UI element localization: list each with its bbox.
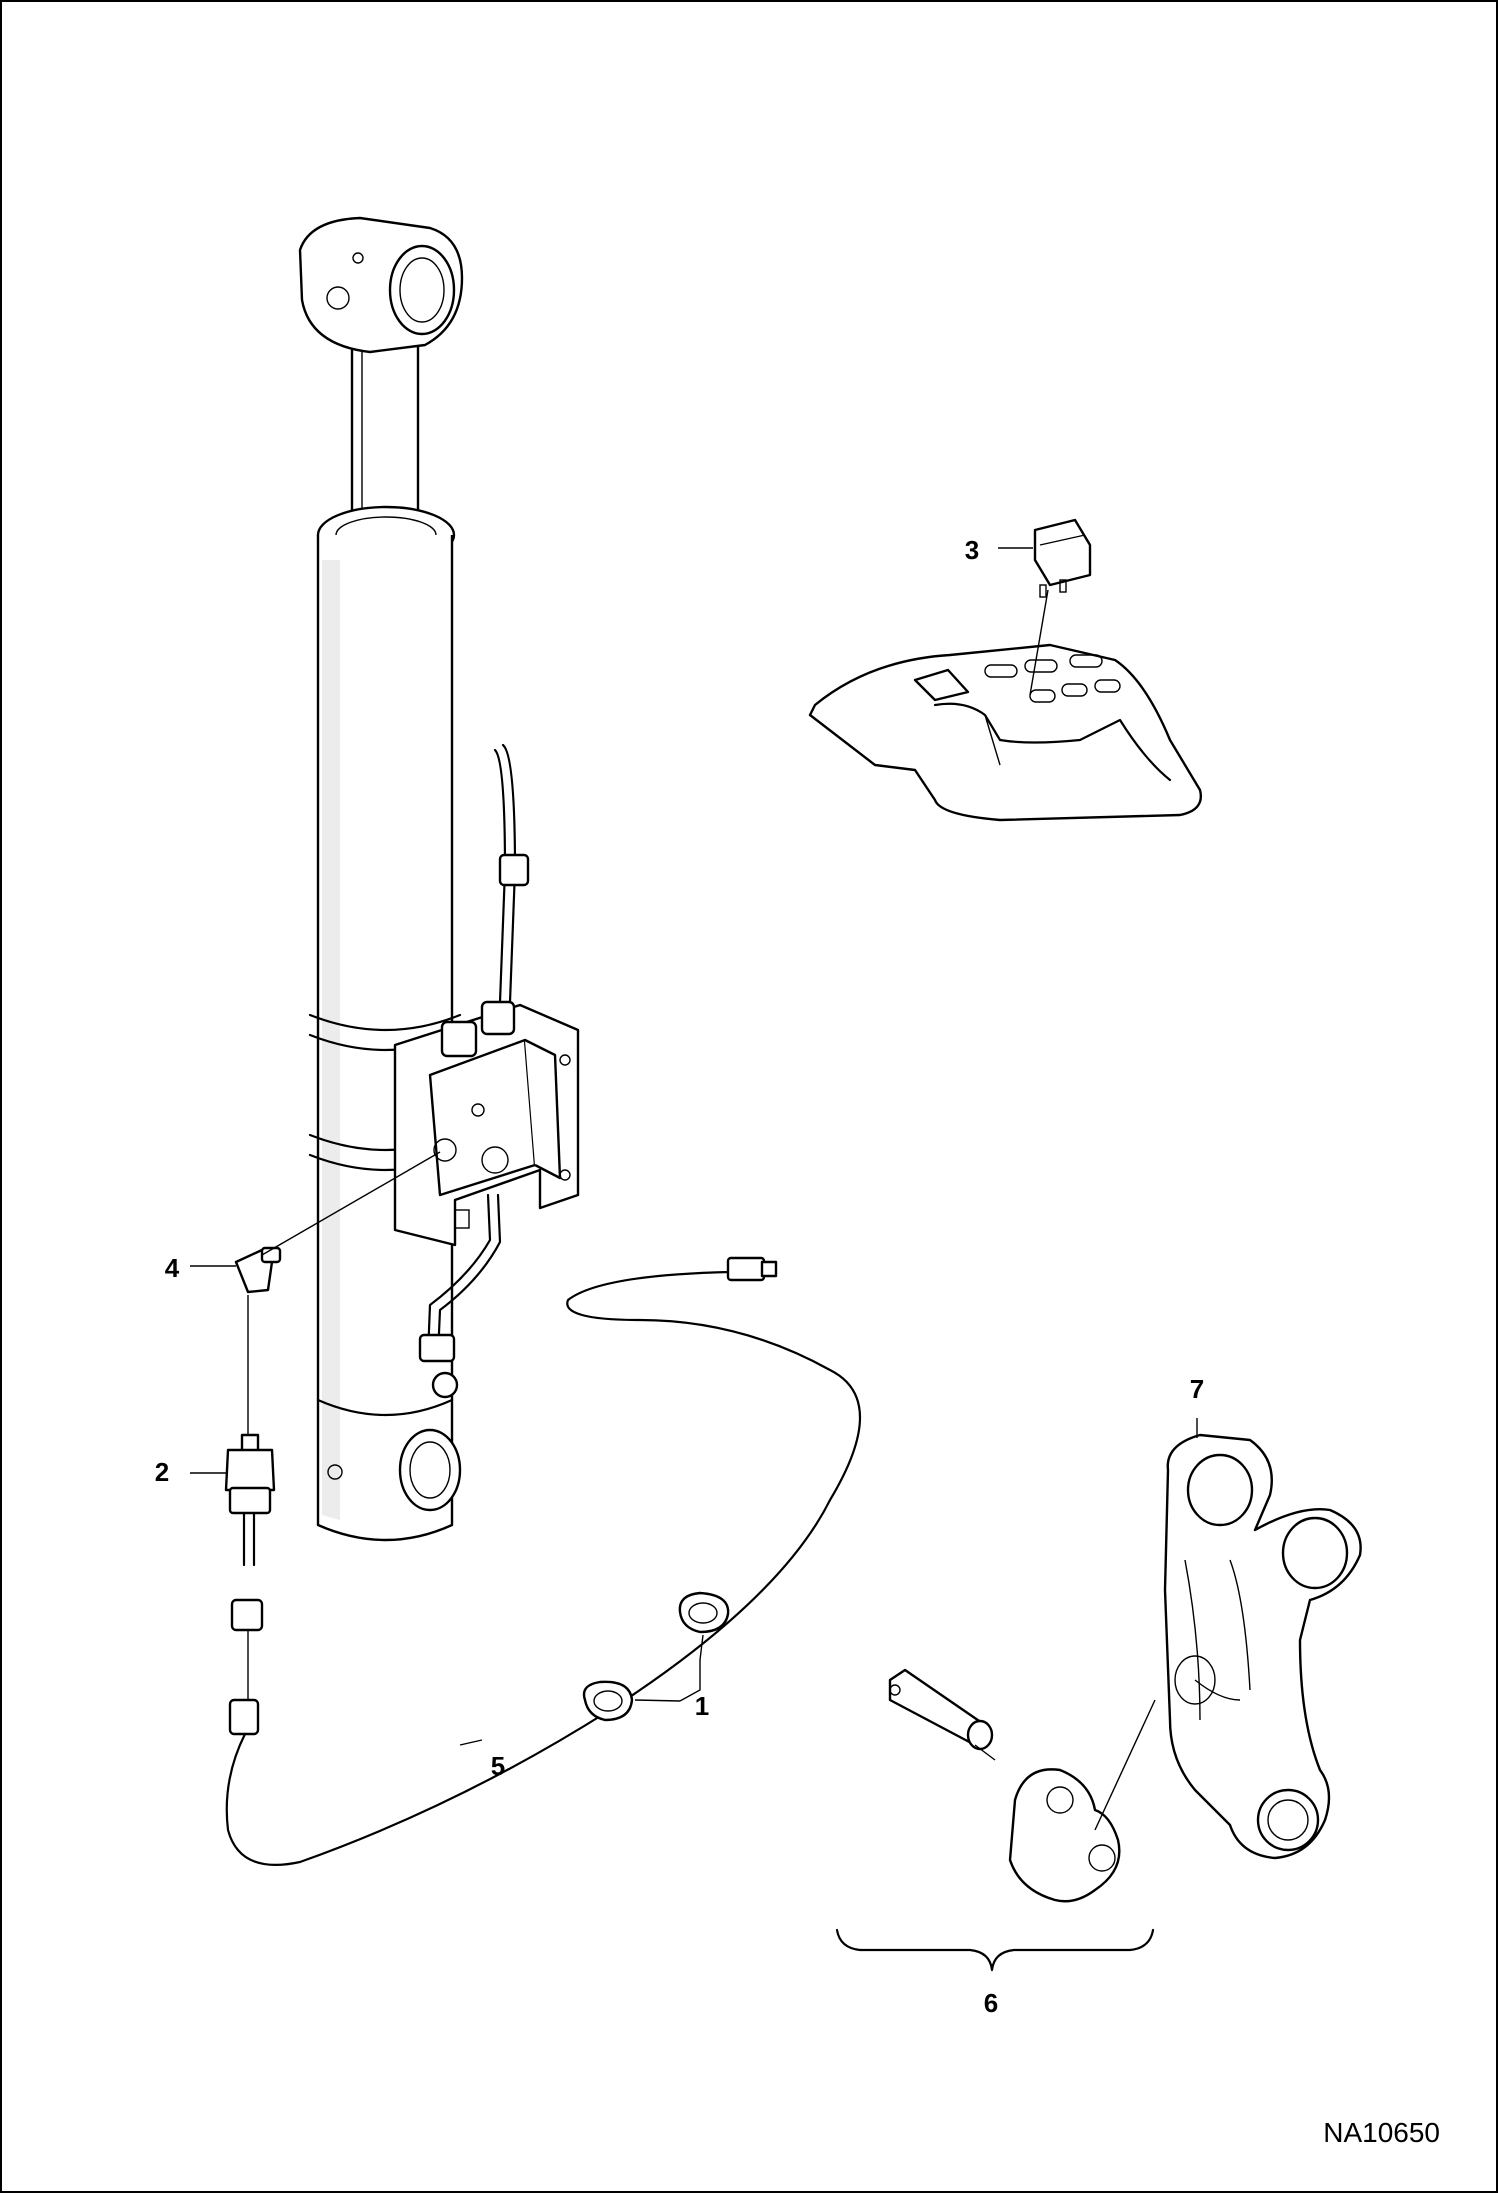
callout-5: 5 <box>490 1751 506 1781</box>
hydraulic-cylinder <box>298 216 464 1542</box>
callout-7: 7 <box>1189 1374 1205 1404</box>
callout-4: 4 <box>164 1253 180 1283</box>
leader-lines <box>190 547 1198 1972</box>
rocker-switch <box>1033 518 1092 598</box>
callout-2: 2 <box>154 1457 170 1487</box>
link-bracket <box>1163 1433 1362 1860</box>
hose-clamps <box>582 1591 730 1722</box>
pin-and-link <box>888 1668 1121 1903</box>
callout-1: 1 <box>694 1691 710 1721</box>
valve-block-assembly <box>393 743 580 1399</box>
figure-id: NA10650 <box>1323 2117 1440 2148</box>
wire-harness <box>225 1256 861 1866</box>
callout-6: 6 <box>983 1988 999 2018</box>
pressure-switch <box>224 1433 276 1632</box>
control-panel-cover <box>808 643 1202 822</box>
elbow-fitting <box>234 1246 282 1294</box>
callout-3: 3 <box>964 535 980 565</box>
